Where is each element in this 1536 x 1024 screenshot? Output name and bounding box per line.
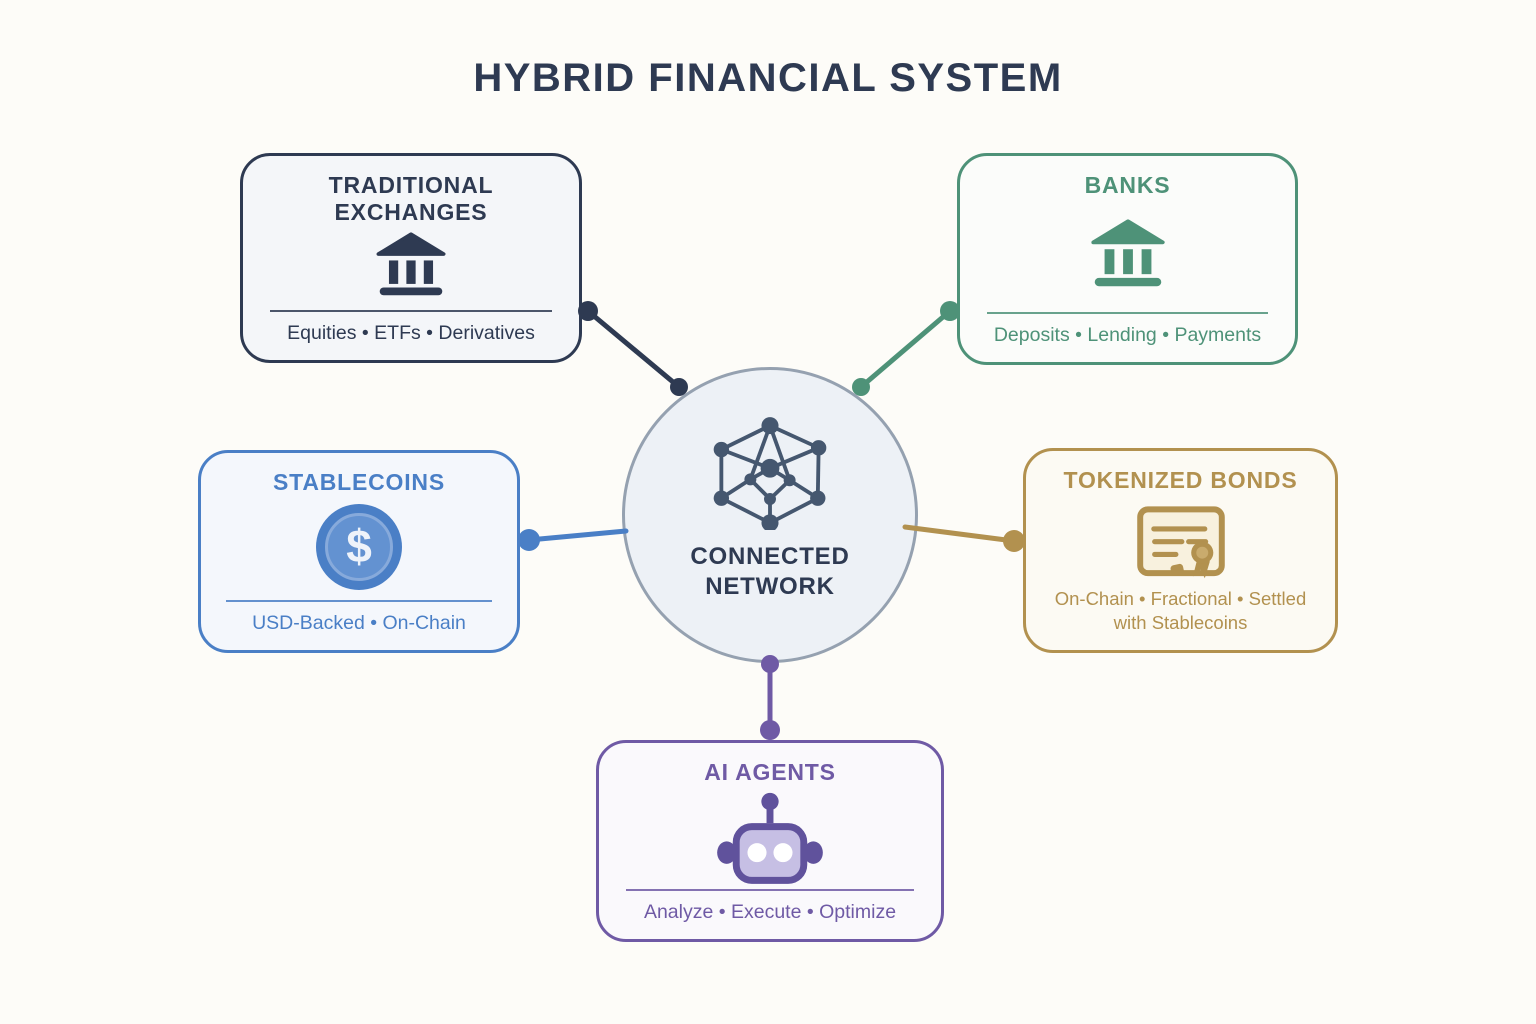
node-title-line: TOKENIZED BONDS — [1063, 467, 1298, 493]
node-subtitle: USD-Backed • On-Chain — [252, 612, 466, 634]
divider — [226, 600, 492, 602]
node-title: TOKENIZED BONDS — [1064, 467, 1298, 494]
node-title-line: AI AGENTS — [704, 759, 836, 785]
node-tokenized-bonds: TOKENIZED BONDS On-Chain • Fractional • … — [1023, 448, 1338, 653]
page-title: HYBRID FINANCIAL SYSTEM — [473, 56, 1063, 100]
center-label-line: NETWORK — [705, 573, 835, 600]
dollar-coin-icon: $ — [316, 504, 402, 590]
divider — [986, 312, 1269, 314]
divider — [269, 310, 553, 312]
robot-icon — [717, 792, 823, 884]
dollar-coin-inner: $ — [325, 513, 393, 581]
node-ai-agents: AI AGENTS Analyze • Execute • Optimize — [596, 740, 944, 942]
node-traditional-exchanges: TRADITIONAL EXCHANGES Equities • ETFs • … — [240, 153, 582, 363]
node-connected-network: CONNECTED NETWORK — [622, 367, 918, 663]
network-graph-icon — [713, 417, 827, 530]
node-title: BANKS — [1085, 172, 1171, 199]
node-stablecoins: STABLECOINS $ USD-Backed • On-Chain — [198, 450, 520, 653]
certificate-icon — [1136, 506, 1225, 579]
node-subtitle: On-Chain • Fractional • Settled with Sta… — [1054, 588, 1307, 633]
node-title-line: TRADITIONAL — [328, 172, 494, 198]
node-subtitle: Equities • ETFs • Derivatives — [287, 322, 535, 344]
node-subtitle: Analyze • Execute • Optimize — [643, 901, 897, 923]
dollar-sign: $ — [346, 520, 372, 572]
divider — [626, 889, 914, 891]
node-title: TRADITIONAL EXCHANGES — [329, 172, 494, 226]
bank-icon — [376, 232, 446, 296]
node-banks: BANKS Deposits • Lending • Payments — [957, 153, 1298, 365]
bank-icon — [1090, 219, 1165, 287]
node-title-line: STABLECOINS — [273, 469, 445, 495]
node-title: STABLECOINS — [273, 469, 445, 496]
node-subtitle: Deposits • Lending • Payments — [993, 324, 1262, 346]
node-title-line: BANKS — [1084, 172, 1171, 198]
center-label-line: CONNECTED — [690, 543, 850, 570]
center-label: CONNECTED NETWORK — [690, 542, 849, 602]
node-title: AI AGENTS — [704, 759, 836, 786]
node-title-line: EXCHANGES — [334, 199, 488, 225]
